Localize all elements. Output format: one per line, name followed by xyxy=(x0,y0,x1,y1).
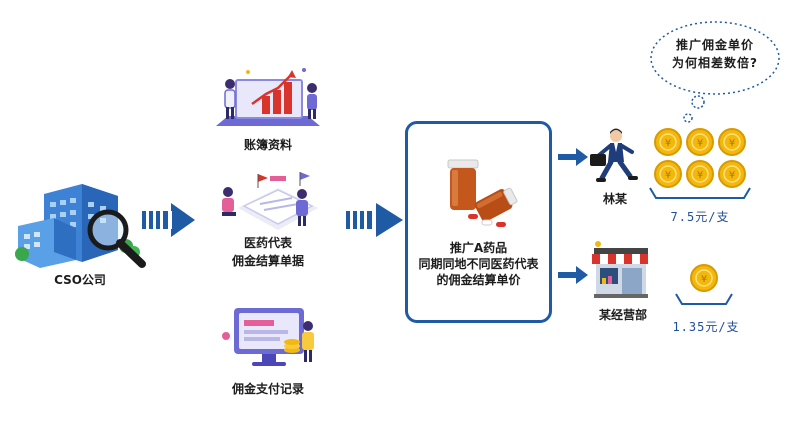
svg-text:¥: ¥ xyxy=(701,274,707,285)
bubble-text: 推广佣金单价 为何相差数倍? xyxy=(660,36,770,72)
bubble-line2: 为何相差数倍? xyxy=(672,56,758,70)
svg-text:¥: ¥ xyxy=(665,170,671,181)
running-man-icon xyxy=(588,128,640,188)
center-line3: 的佣金结算单价 xyxy=(436,273,521,287)
center-text: 推广A药品 同期同地不同医药代表 的佣金结算单价 xyxy=(408,240,549,288)
svg-text:¥: ¥ xyxy=(665,138,671,149)
cso-label: CSO公司 xyxy=(54,273,106,287)
cso-icon xyxy=(14,180,154,270)
medicine-bottles-icon xyxy=(442,150,520,230)
rep-documents-line1: 医药代表 xyxy=(243,236,292,250)
ledger-label: 账簿资料 xyxy=(243,138,292,152)
lin-label: 林某 xyxy=(602,192,627,206)
svg-text:¥: ¥ xyxy=(729,170,735,181)
store-label: 某经营部 xyxy=(598,308,647,322)
svg-text:¥: ¥ xyxy=(729,138,735,149)
center-line2: 同期同地不同医药代表 xyxy=(418,257,539,271)
ledger-chart-icon xyxy=(208,64,328,132)
payment-label: 佣金支付记录 xyxy=(231,382,304,396)
arrow-to-store xyxy=(558,266,588,284)
payment-record-icon xyxy=(212,300,324,372)
coin-store: ¥ xyxy=(672,262,736,308)
lin-price: 7.5元/支 xyxy=(670,210,730,224)
bubble-line1: 推广佣金单价 xyxy=(675,38,754,52)
arrow-to-lin xyxy=(558,148,588,166)
striped-arrow-1 xyxy=(142,199,196,241)
svg-text:¥: ¥ xyxy=(697,138,703,149)
svg-text:¥: ¥ xyxy=(697,170,703,181)
store-icon xyxy=(588,238,654,300)
center-line1: 推广A药品 xyxy=(449,241,508,255)
center-box: 推广A药品 同期同地不同医药代表 的佣金结算单价 xyxy=(405,121,552,323)
coins-group-lin: ¥ ¥ ¥ ¥ ¥ ¥ xyxy=(648,124,752,208)
striped-arrow-2 xyxy=(346,199,404,241)
store-price: 1.35元/支 xyxy=(672,320,740,334)
rep-documents-icon xyxy=(208,168,326,236)
rep-documents-line2: 佣金结算单据 xyxy=(231,254,304,268)
rep-documents-label: 医药代表 佣金结算单据 xyxy=(208,234,328,270)
thought-bubble xyxy=(646,14,784,126)
